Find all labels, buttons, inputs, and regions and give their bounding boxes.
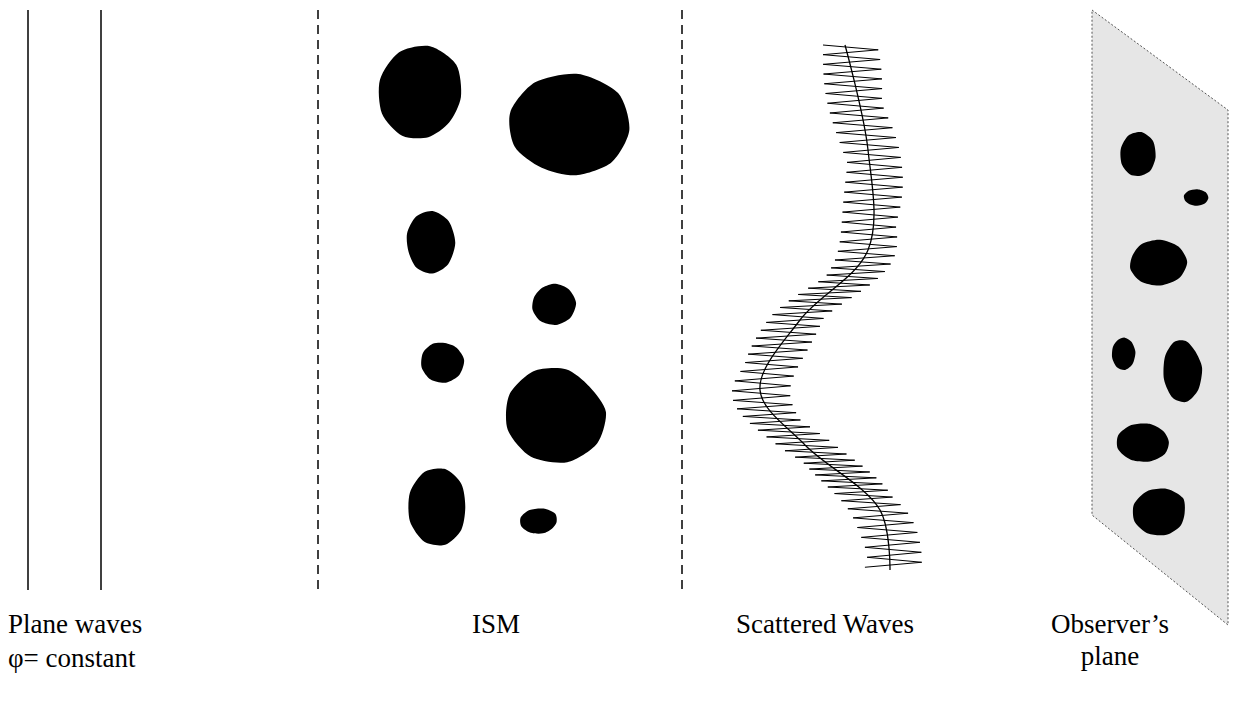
- density-blob: [408, 468, 465, 545]
- density-blob: [1120, 132, 1155, 176]
- density-blob: [1163, 340, 1202, 402]
- density-blob: [532, 284, 576, 325]
- wavefront-line: [100, 10, 102, 590]
- density-blob: [1184, 189, 1209, 206]
- formula-label: φ= constant: [8, 642, 136, 674]
- density-blob: [421, 343, 464, 383]
- density-blob: [509, 74, 629, 176]
- density-blobs: [379, 46, 1209, 546]
- column-label: Observer’s plane: [1030, 608, 1190, 673]
- ism-boundary: [681, 10, 683, 590]
- ism-boundary: [317, 10, 319, 590]
- column-label: Scattered Waves: [736, 608, 914, 640]
- density-blob: [506, 368, 606, 463]
- column-label: ISM: [472, 608, 520, 640]
- wavefront-line: [27, 10, 29, 590]
- density-blob: [379, 46, 461, 139]
- column-label: Plane waves: [8, 608, 142, 640]
- density-blob: [1130, 240, 1187, 286]
- density-blob: [1112, 338, 1135, 370]
- density-blob: [1133, 489, 1185, 536]
- density-blob: [407, 211, 456, 274]
- density-blob: [1117, 423, 1169, 461]
- scattered-wave: [732, 45, 922, 570]
- zigzag-wavefront: [732, 45, 922, 567]
- density-blob: [520, 508, 557, 533]
- observer-plane: [1092, 10, 1228, 625]
